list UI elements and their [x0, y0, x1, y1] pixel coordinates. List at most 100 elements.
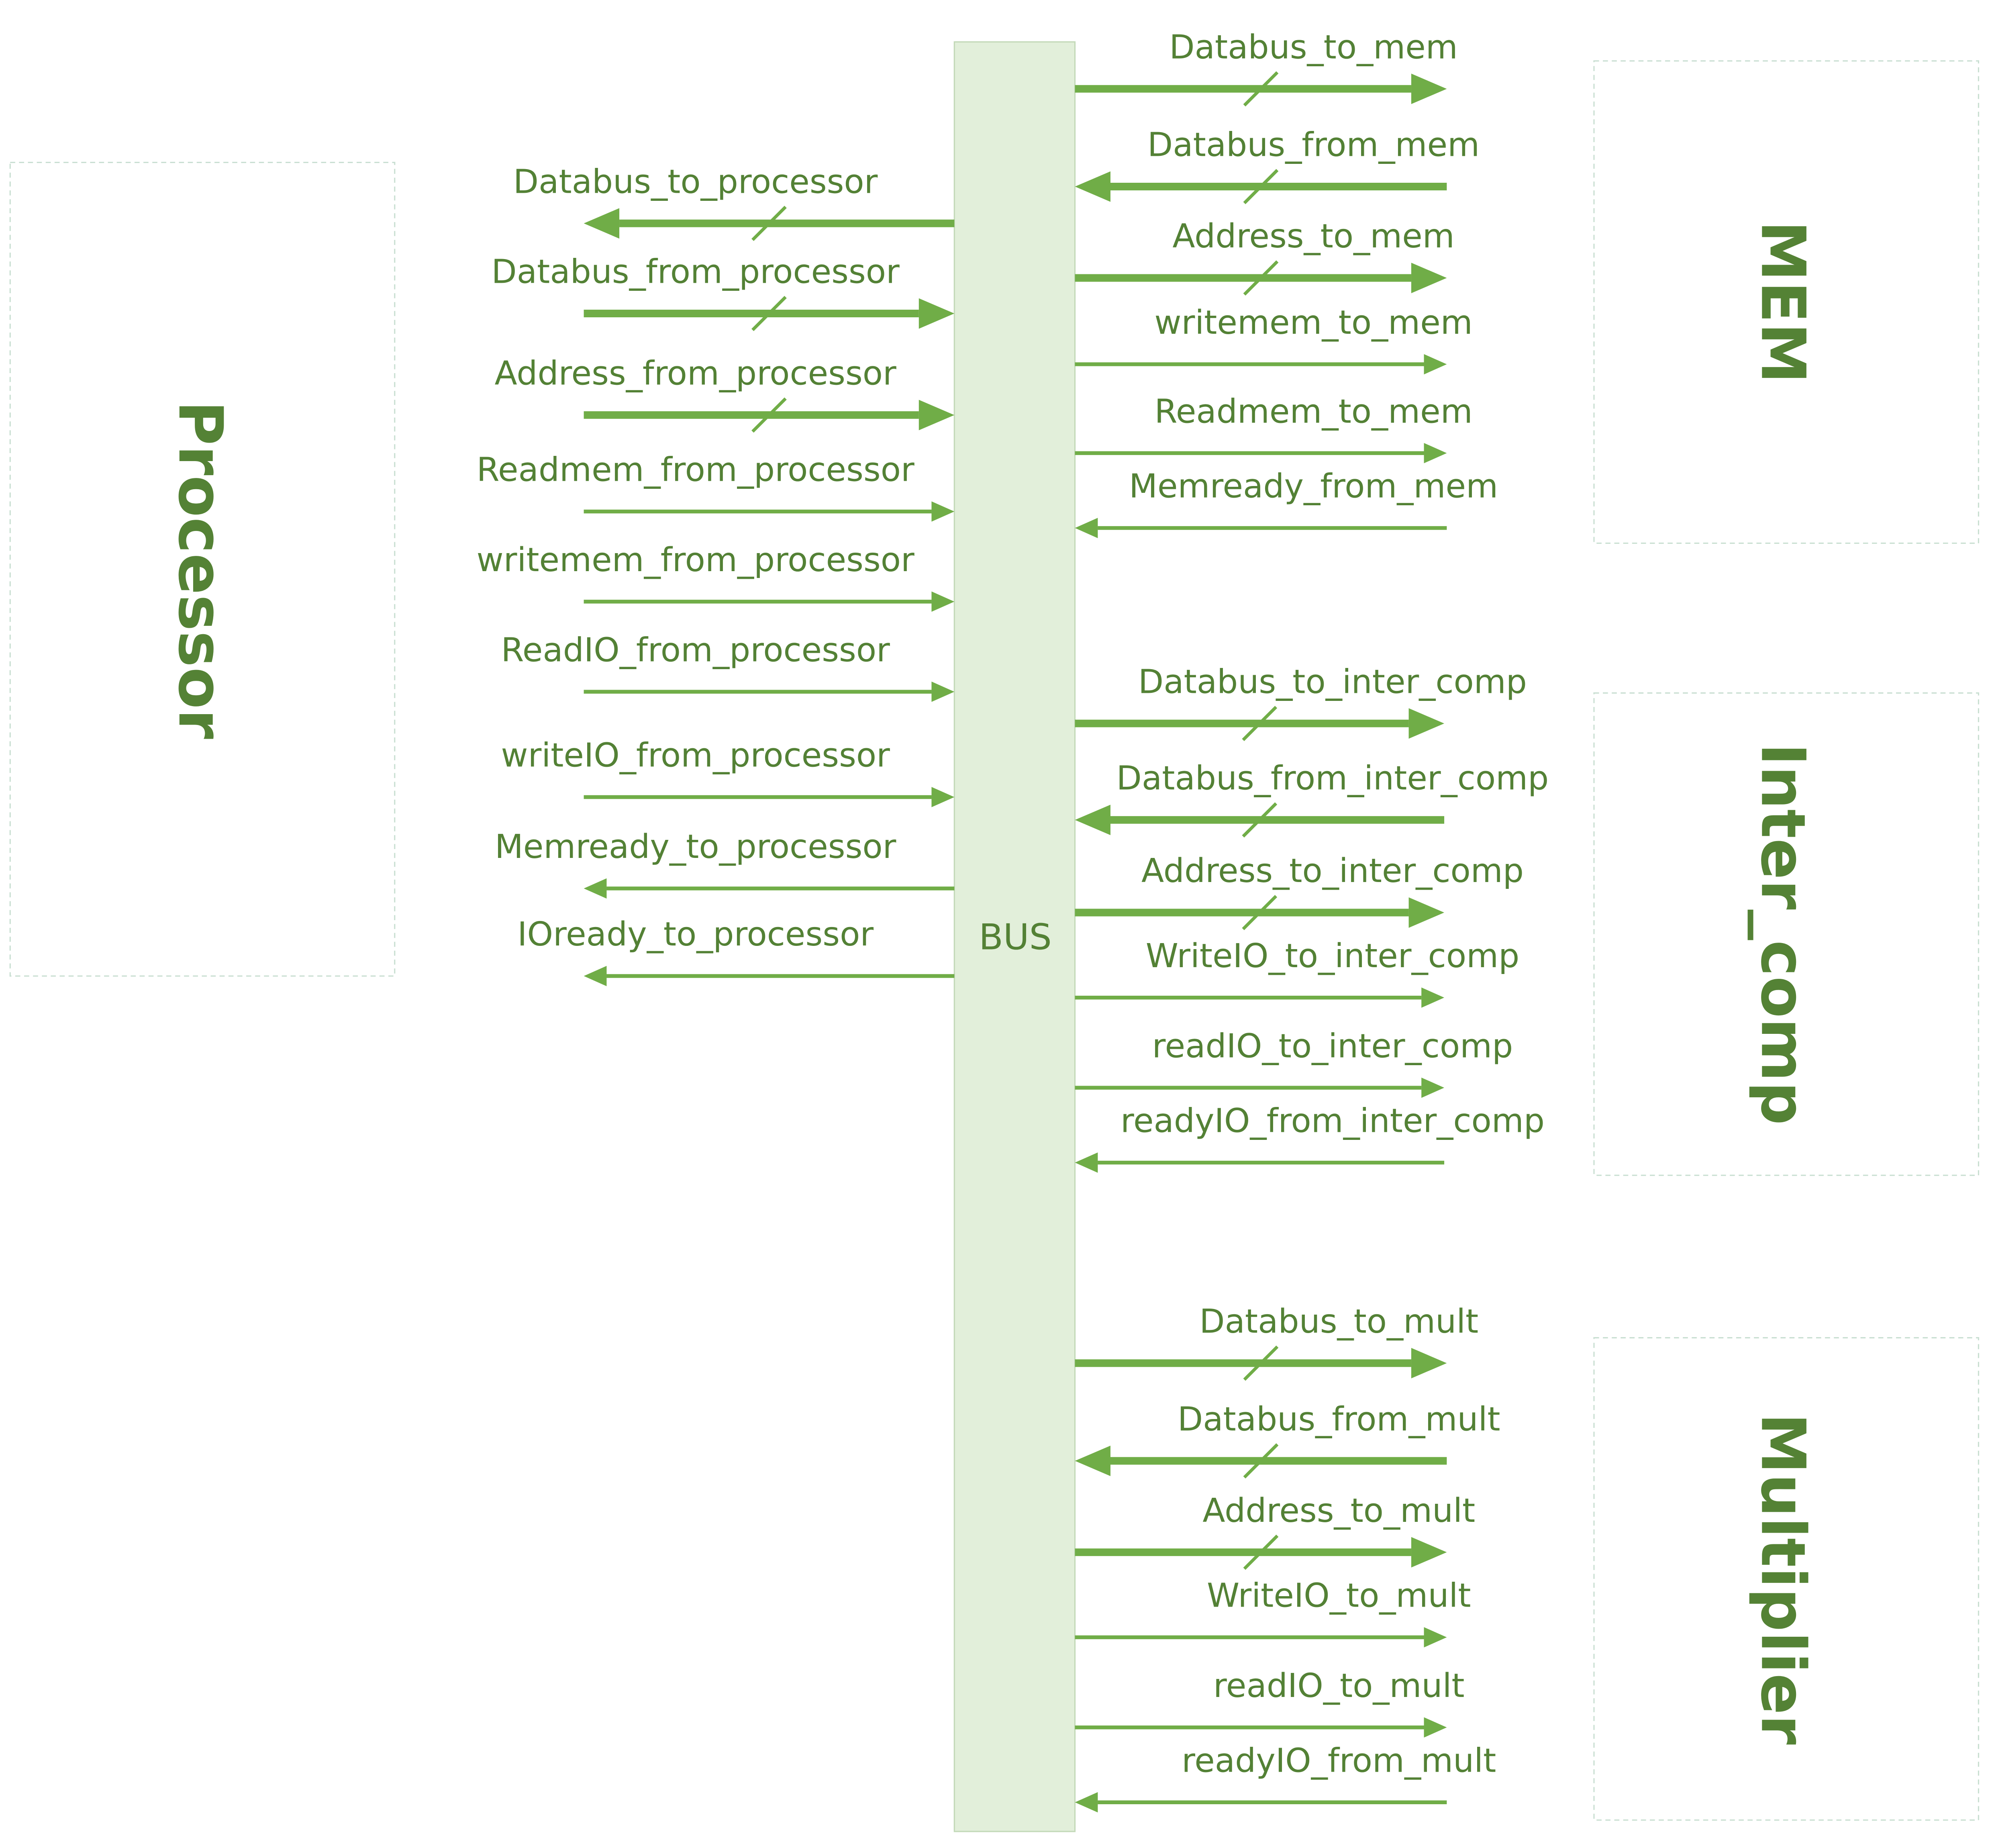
signal-readIO_to_inter_comp: readIO_to_inter_comp — [1075, 1027, 1513, 1098]
signal-label: readyIO_from_mult — [1182, 1742, 1496, 1780]
bus-width-slash-icon — [1243, 71, 1279, 107]
signal-label: Memready_to_processor — [495, 828, 896, 866]
signal-label: WriteIO_to_inter_comp — [1146, 937, 1520, 975]
arrowhead-icon — [1408, 897, 1445, 928]
bus-width-slash-icon — [751, 206, 787, 241]
signal-label: WriteIO_to_mult — [1207, 1577, 1471, 1615]
inter-comp-label: Inter_comp — [1747, 743, 1819, 1125]
arrowhead-icon — [584, 878, 607, 899]
signal-label: Address_to_mem — [1172, 217, 1454, 255]
signal-label: writemem_from_processor — [477, 541, 914, 579]
processor-label: Processor — [165, 401, 236, 739]
arrowhead-icon — [1411, 74, 1447, 104]
signal-ReadIO_from_processor: ReadIO_from_processor — [501, 631, 955, 702]
bus-width-slash-icon — [751, 296, 787, 331]
signal-label: Databus_from_processor — [492, 253, 900, 291]
arrowhead-icon — [1424, 1627, 1447, 1648]
bus-width-slash-icon — [1243, 169, 1279, 204]
arrowhead-icon — [1075, 805, 1110, 835]
bus-width-slash-icon — [751, 397, 787, 433]
signal-Memready_to_processor: Memready_to_processor — [495, 828, 955, 899]
signal-label: Address_from_processor — [495, 354, 896, 392]
signal-writemem_from_processor: writemem_from_processor — [477, 541, 955, 612]
mem-label: MEM — [1747, 221, 1819, 383]
bus-width-slash-icon — [1243, 1345, 1279, 1381]
signal-writeIO_from_processor: writeIO_from_processor — [501, 737, 955, 807]
signal-readIO_to_mult: readIO_to_mult — [1075, 1667, 1465, 1738]
arrowhead-icon — [1411, 1348, 1447, 1378]
signal-Address_to_mem: Address_to_mem — [1075, 217, 1455, 296]
signal-label: readIO_to_mult — [1213, 1667, 1465, 1705]
inter-comp-box — [1593, 692, 1980, 1176]
signal-label: IOready_to_processor — [517, 915, 874, 954]
arrowhead-icon — [1421, 1077, 1445, 1098]
signal-label: Address_to_inter_comp — [1141, 852, 1524, 890]
signal-Databus_to_mem: Databus_to_mem — [1075, 28, 1458, 107]
arrowhead-icon — [1075, 171, 1110, 202]
arrowhead-icon — [931, 787, 955, 807]
signal-Readmem_from_processor: Readmem_from_processor — [477, 451, 955, 522]
signal-Address_from_processor: Address_from_processor — [495, 354, 955, 433]
signal-label: Databus_to_mem — [1169, 28, 1457, 66]
signal-label: Databus_from_mult — [1178, 1400, 1500, 1438]
multiplier-box — [1593, 1337, 1980, 1821]
signal-writemem_to_mem: writemem_to_mem — [1075, 304, 1473, 375]
signal-label: ReadIO_from_processor — [501, 631, 890, 669]
signal-Databus_to_processor: Databus_to_processor — [513, 163, 955, 241]
bus-width-slash-icon — [1243, 1534, 1279, 1570]
bus-width-slash-icon — [1242, 802, 1278, 838]
arrowhead-icon — [1075, 1152, 1098, 1173]
arrowhead-icon — [1075, 518, 1098, 538]
arrowhead-icon — [584, 966, 607, 986]
signal-label: readIO_to_inter_comp — [1152, 1027, 1513, 1065]
arrowhead-icon — [1421, 987, 1445, 1008]
signal-label: Address_to_mult — [1202, 1492, 1475, 1530]
processor-box — [9, 161, 396, 977]
signal-label: Databus_from_inter_comp — [1116, 760, 1549, 798]
signal-readyIO_from_inter_comp: readyIO_from_inter_comp — [1075, 1102, 1545, 1173]
arrowhead-icon — [1075, 1446, 1110, 1476]
signal-label: Databus_from_mem — [1147, 126, 1480, 164]
arrowhead-icon — [1075, 1792, 1098, 1813]
signal-readyIO_from_mult: readyIO_from_mult — [1075, 1742, 1496, 1813]
signal-label: Readmem_from_processor — [477, 451, 914, 489]
arrowhead-icon — [584, 208, 620, 239]
signal-Databus_to_inter_comp: Databus_to_inter_comp — [1075, 663, 1527, 741]
signal-label: Memready_from_mem — [1129, 468, 1498, 506]
signal-label: writemem_to_mem — [1154, 304, 1472, 342]
signal-WriteIO_to_inter_comp: WriteIO_to_inter_comp — [1075, 937, 1520, 1008]
arrowhead-icon — [1408, 708, 1445, 739]
arrowhead-icon — [931, 681, 955, 702]
bus-bar — [953, 41, 1076, 1832]
mem-box — [1593, 60, 1980, 544]
bus-width-slash-icon — [1243, 260, 1279, 296]
multiplier-label: Multiplier — [1747, 1413, 1819, 1745]
signal-label: Databus_to_inter_comp — [1138, 663, 1527, 701]
signal-Address_to_inter_comp: Address_to_inter_comp — [1075, 852, 1524, 930]
signal-Memready_from_mem: Memready_from_mem — [1075, 468, 1498, 538]
arrowhead-icon — [1424, 354, 1447, 375]
signal-Databus_from_mult: Databus_from_mult — [1075, 1400, 1500, 1479]
signal-Databus_to_mult: Databus_to_mult — [1075, 1303, 1478, 1381]
bus-width-slash-icon — [1243, 1443, 1279, 1479]
arrowhead-icon — [918, 400, 955, 431]
arrowhead-icon — [931, 501, 955, 522]
bus-label: BUS — [979, 917, 1052, 958]
signal-label: Databus_to_processor — [513, 163, 878, 201]
signal-IOready_to_processor: IOready_to_processor — [517, 915, 955, 986]
arrowhead-icon — [931, 591, 955, 612]
signals-layer: Databus_to_processorDatabus_from_process… — [477, 28, 1549, 1813]
signal-label: Databus_to_mult — [1199, 1303, 1478, 1341]
arrowhead-icon — [1424, 1717, 1447, 1738]
signal-label: readyIO_from_inter_comp — [1121, 1102, 1545, 1140]
arrowhead-icon — [1411, 1537, 1447, 1568]
bus-width-slash-icon — [1242, 706, 1278, 741]
bus-width-slash-icon — [1242, 895, 1278, 930]
signal-Databus_from_inter_comp: Databus_from_inter_comp — [1075, 760, 1549, 838]
arrowhead-icon — [1411, 263, 1447, 293]
signal-Readmem_to_mem: Readmem_to_mem — [1075, 392, 1473, 464]
signal-WriteIO_to_mult: WriteIO_to_mult — [1075, 1577, 1471, 1648]
arrowhead-icon — [1424, 443, 1447, 464]
